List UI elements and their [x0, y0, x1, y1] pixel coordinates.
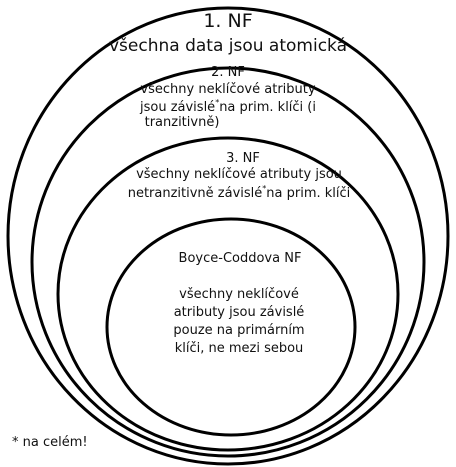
- nf2-desc-line3: tranzitivně): [144, 115, 220, 130]
- ring-1nf: [6, 6, 450, 466]
- nf3-desc-line2-post: na prim. klíči: [266, 186, 351, 201]
- nf2-title: 2. NF: [211, 65, 245, 80]
- nf3-desc-line1: všechny neklíčové atributy jsou: [136, 167, 342, 182]
- bcnf-desc-line3: pouze na primárním: [173, 323, 305, 338]
- bcnf-desc-line1: všechny neklíčové: [179, 287, 299, 302]
- nf3-title: 3. NF: [226, 151, 260, 166]
- nf1-description: všechna data jsou atomická: [108, 36, 348, 56]
- nf2-desc-line2-pre: jsou závislé: [139, 100, 216, 115]
- bcnf-title: Boyce-Coddova NF: [178, 251, 302, 266]
- ring-3nf: [56, 136, 400, 452]
- asterisk-mark: *: [262, 184, 267, 193]
- bcnf-desc-line4: klíči, ne mezi sebou: [174, 341, 304, 356]
- footnote: * na celém!: [12, 435, 88, 450]
- asterisk-mark: *: [215, 98, 220, 107]
- nf2-desc-line2-post: na prim. klíči (i: [219, 100, 316, 115]
- nf2-desc-line2: jsou závislé*na prim. klíči (i: [0, 98, 456, 116]
- nf3-desc-line2: netranzitivně závislé*na prim. klíči: [0, 184, 456, 202]
- nf3-desc-line2-pre: netranzitivně závislé: [127, 186, 263, 201]
- ring-bcnf: [105, 217, 357, 437]
- ring-2nf: [30, 66, 426, 458]
- bcnf-desc-line2: atributy jsou závislé: [173, 305, 305, 320]
- nf1-title: 1. NF: [203, 10, 253, 32]
- nf2-desc-line1: všechny neklíčové atributy: [140, 82, 316, 97]
